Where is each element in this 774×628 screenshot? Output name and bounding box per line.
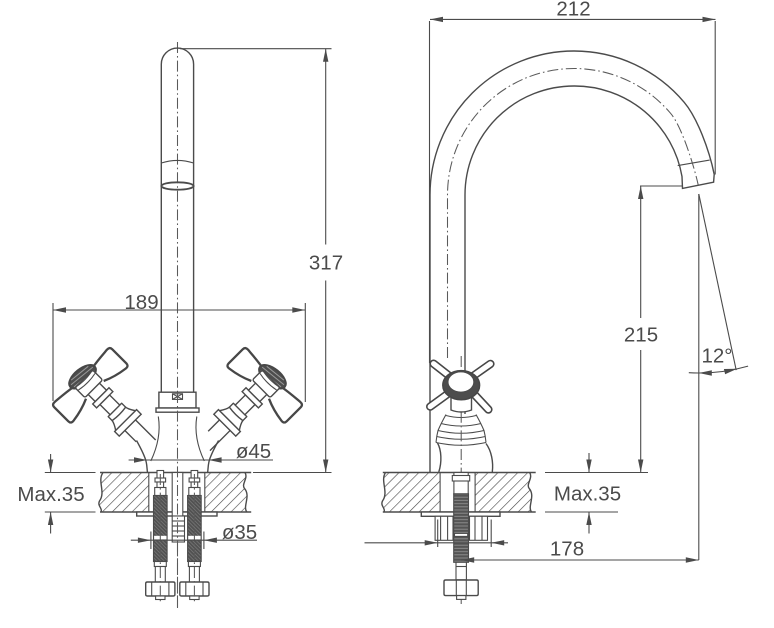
svg-text:ø45: ø45 xyxy=(236,440,271,463)
svg-text:178: 178 xyxy=(550,538,584,561)
svg-text:212: 212 xyxy=(556,0,590,21)
svg-text:Max.35: Max.35 xyxy=(554,483,621,506)
svg-text:317: 317 xyxy=(309,252,343,275)
svg-text:215: 215 xyxy=(624,324,658,347)
svg-text:189: 189 xyxy=(124,291,158,314)
svg-text:Max.35: Max.35 xyxy=(17,483,84,506)
svg-text:ø35: ø35 xyxy=(222,521,257,544)
svg-text:12°: 12° xyxy=(701,345,732,368)
